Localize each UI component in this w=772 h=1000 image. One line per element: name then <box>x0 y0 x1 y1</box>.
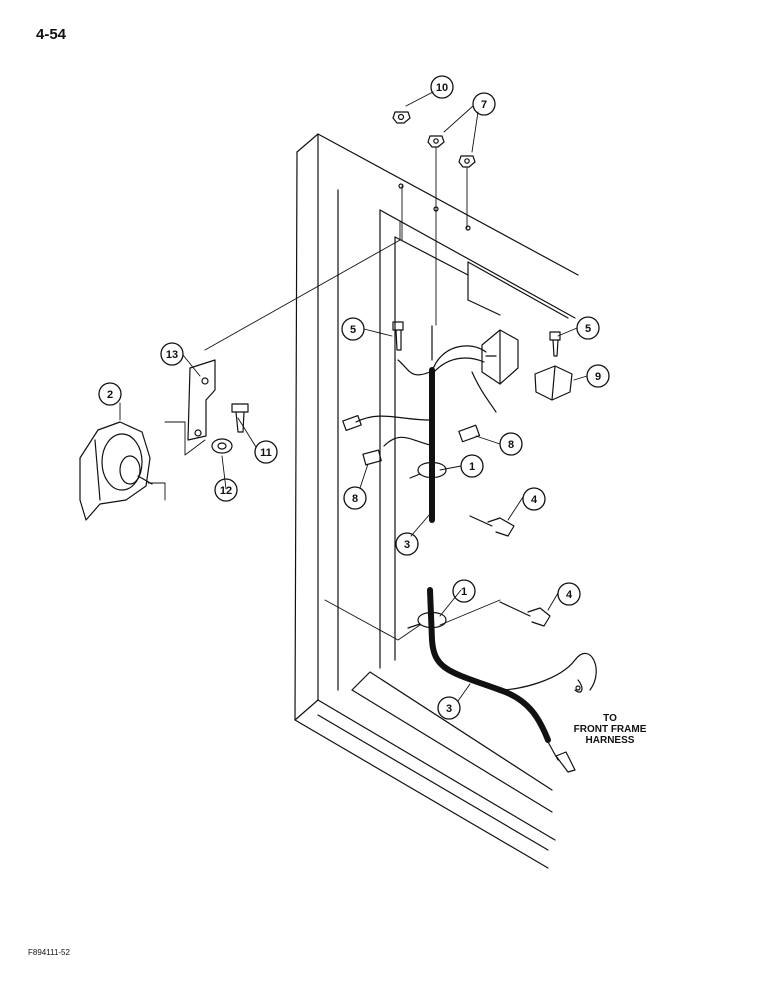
callout-1-lower <box>452 579 476 603</box>
callout-7-text: 7 <box>481 99 487 111</box>
lower-harness <box>427 587 597 773</box>
bolt-4-upper <box>469 515 515 537</box>
callout-2-text: 2 <box>107 389 113 401</box>
callout-1-lower-text: 1 <box>461 586 467 598</box>
relay-cap <box>534 365 573 401</box>
nut-7b <box>458 155 476 231</box>
screw-5-left <box>392 321 404 351</box>
callout-5-left <box>341 317 365 341</box>
clamp-lower <box>407 611 447 629</box>
callout-1-upper-text: 1 <box>469 461 475 473</box>
cab-frame <box>294 133 579 869</box>
front-frame-harness-note: TO FRONT FRAME HARNESS <box>566 713 654 746</box>
note-line-1: TO <box>603 713 617 724</box>
callout-5-right-text: 5 <box>585 323 591 335</box>
callout-9-text: 9 <box>595 371 601 383</box>
upper-harness <box>342 325 497 523</box>
leader-lines <box>147 147 501 641</box>
callout-11-text: 11 <box>260 447 272 459</box>
callout-4-upper-text: 4 <box>531 494 538 506</box>
note-line-3: HARNESS <box>585 735 635 746</box>
horn <box>79 421 153 521</box>
nut-7a <box>427 135 445 212</box>
callout-2 <box>98 382 122 406</box>
callout-3-upper-text: 3 <box>404 539 410 551</box>
callout-13-text: 13 <box>166 349 178 361</box>
callout-3-lower-text: 3 <box>446 703 452 715</box>
callout-5-right <box>576 316 600 340</box>
callout-8-right-text: 8 <box>508 439 514 451</box>
callout-10-text: 10 <box>436 82 448 94</box>
callout-7 <box>472 92 496 116</box>
callout-12 <box>214 478 238 502</box>
clamp-upper <box>409 461 447 479</box>
callout-11 <box>254 440 278 464</box>
callout-8-right <box>499 432 523 456</box>
callout-4-lower <box>557 582 581 606</box>
note-line-2: FRONT FRAME <box>573 724 647 735</box>
figure-code: F894111-52 <box>28 948 70 957</box>
bolt-4-lower <box>499 601 551 627</box>
callout-3-lower <box>437 696 461 720</box>
nut-12 <box>211 438 233 454</box>
relay-socket <box>481 329 519 385</box>
bolt-11 <box>231 403 249 433</box>
callout-3-upper <box>395 532 419 556</box>
callout-5-left-text: 5 <box>350 324 356 336</box>
page-number: 4-54 <box>36 26 67 43</box>
screw-5-right <box>549 331 561 357</box>
callout-1-upper <box>460 454 484 478</box>
nut-10 <box>392 111 411 189</box>
callout-leaders <box>119 91 588 702</box>
callout-8-left <box>343 486 367 510</box>
callout-13 <box>160 342 184 366</box>
callout-10 <box>430 75 454 99</box>
callout-4-upper <box>522 487 546 511</box>
callout-4-lower-text: 4 <box>566 589 573 601</box>
callout-12-text: 12 <box>220 485 232 497</box>
callout-8-left-text: 8 <box>352 493 358 505</box>
callouts <box>98 75 610 720</box>
callout-9 <box>586 364 610 388</box>
bracket <box>187 359 216 441</box>
